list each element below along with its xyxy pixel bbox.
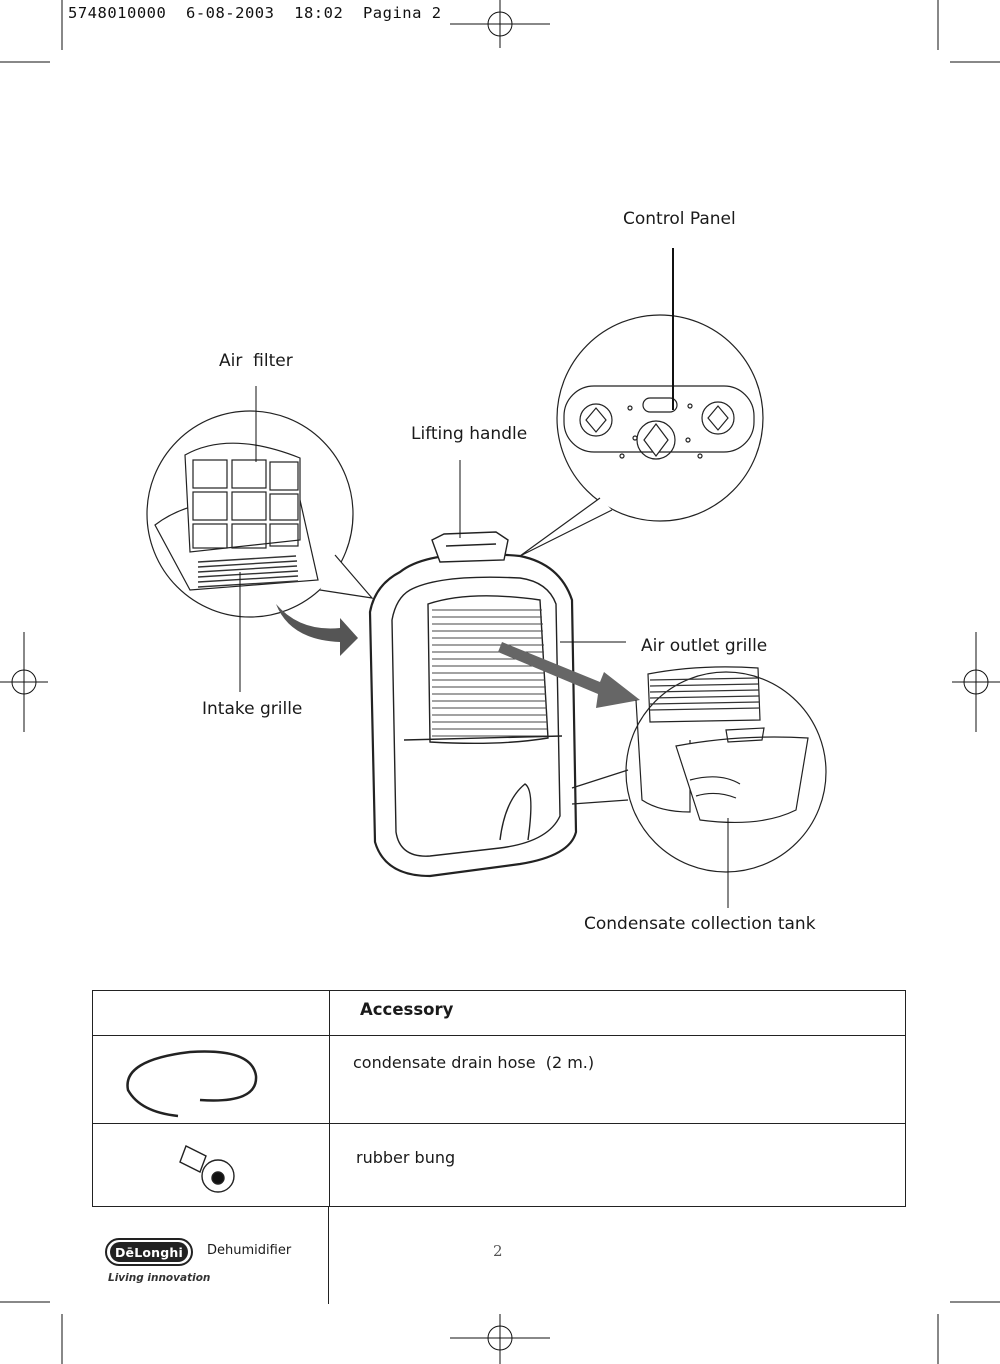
- footer-divider: [328, 1207, 329, 1304]
- registration-mark-top: [450, 0, 550, 48]
- intake-arrow: [276, 604, 358, 656]
- registration-mark-right: [952, 632, 1000, 732]
- brand-logo: DēLonghi: [105, 1238, 193, 1266]
- accessory-item-bung: rubber bung: [356, 1148, 456, 1167]
- air-filter-callout: [146, 410, 374, 618]
- label-intake-grille: Intake grille: [202, 699, 303, 719]
- drain-hose-icon: [126, 1050, 258, 1118]
- label-air-filter: Air filter: [219, 351, 293, 371]
- table-divider: [93, 1035, 905, 1036]
- label-control-panel: Control Panel: [623, 209, 736, 229]
- outlet-arrow: [498, 642, 640, 708]
- registration-mark-bottom: [450, 1314, 550, 1364]
- document-name: Dehumidifier: [207, 1243, 292, 1258]
- brand-tagline: Living innovation: [108, 1272, 211, 1284]
- brand-name: DēLonghi: [110, 1242, 188, 1262]
- dehumidifier-body: [368, 531, 578, 878]
- accessory-table: Accessory condensate drain hose (2 m.) r…: [92, 990, 906, 1207]
- table-divider: [93, 1123, 905, 1124]
- table-header: Accessory: [360, 1000, 454, 1019]
- rubber-bung-icon: [179, 1145, 235, 1193]
- label-lifting-handle: Lifting handle: [411, 424, 528, 444]
- page-number: 2: [493, 1242, 503, 1260]
- registration-mark-left: [0, 632, 48, 732]
- label-condensate-tank: Condensate collection tank: [584, 914, 816, 934]
- table-divider: [329, 991, 330, 1206]
- label-air-outlet-grille: Air outlet grille: [641, 636, 768, 656]
- condensate-tank-callout: [571, 666, 827, 873]
- accessory-item-hose: condensate drain hose (2 m.): [353, 1053, 595, 1072]
- print-slug: 5748010000 6-08-2003 18:02 Pagina 2: [68, 4, 442, 22]
- control-panel-callout: [519, 314, 764, 557]
